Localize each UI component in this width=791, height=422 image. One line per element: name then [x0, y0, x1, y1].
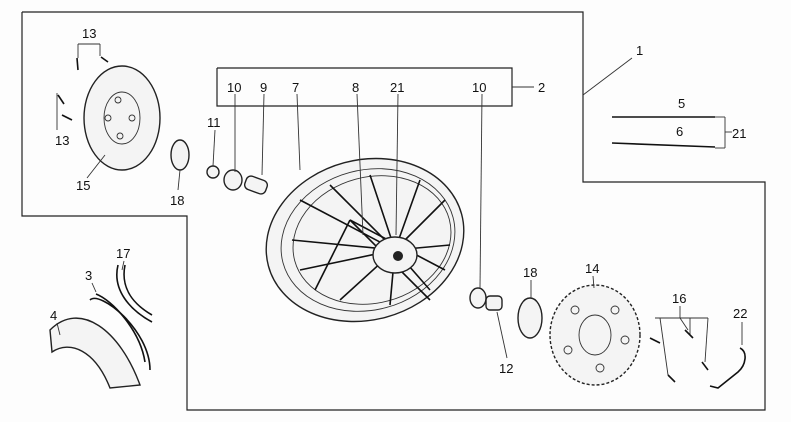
callout-15: 15: [76, 178, 90, 193]
spokes-set: [611, 116, 732, 149]
chain-guide: [709, 347, 746, 389]
sprocket: [549, 284, 641, 386]
callout-10-right: 10: [472, 80, 486, 95]
tire-tube-band: [49, 264, 153, 389]
collar: [206, 165, 220, 179]
callout-13-top: 13: [82, 26, 96, 41]
bearing-left: [223, 169, 243, 191]
bearing-right: [469, 287, 487, 309]
callout-8: 8: [352, 80, 359, 95]
leader-lines: [56, 93, 681, 359]
callout-21-right: 21: [732, 126, 746, 141]
axle-spacer: [243, 175, 269, 195]
callout-18-right: 18: [523, 265, 537, 280]
dust-seal: [170, 139, 190, 171]
callout-18-left: 18: [170, 193, 184, 208]
assembly-outline: [21, 11, 766, 411]
callout-22: 22: [733, 306, 747, 321]
rear-wheel: [265, 157, 465, 323]
callout-13-bottom: 13: [55, 133, 69, 148]
callout-12: 12: [499, 361, 513, 376]
callout-4: 4: [50, 308, 57, 323]
callout-14: 14: [585, 261, 599, 276]
callout-21-top: 21: [390, 80, 404, 95]
callout-17: 17: [116, 246, 130, 261]
group-bracket-2: [216, 67, 513, 107]
callout-6: 6: [676, 124, 683, 139]
callout-2: 2: [538, 80, 545, 95]
brake-disc: [83, 65, 161, 171]
callout-5: 5: [678, 96, 685, 111]
callout-1: 1: [636, 43, 643, 58]
callout-3: 3: [85, 268, 92, 283]
disc-bolts: [56, 43, 109, 130]
sprocket-bolts: [649, 317, 709, 383]
dust-seal-right: [517, 297, 543, 339]
callout-10-left: 10: [227, 80, 241, 95]
callout-16: 16: [672, 291, 686, 306]
callout-7: 7: [292, 80, 299, 95]
callout-11: 11: [207, 115, 221, 130]
callout-9: 9: [260, 80, 267, 95]
spacer-right: [485, 295, 503, 311]
